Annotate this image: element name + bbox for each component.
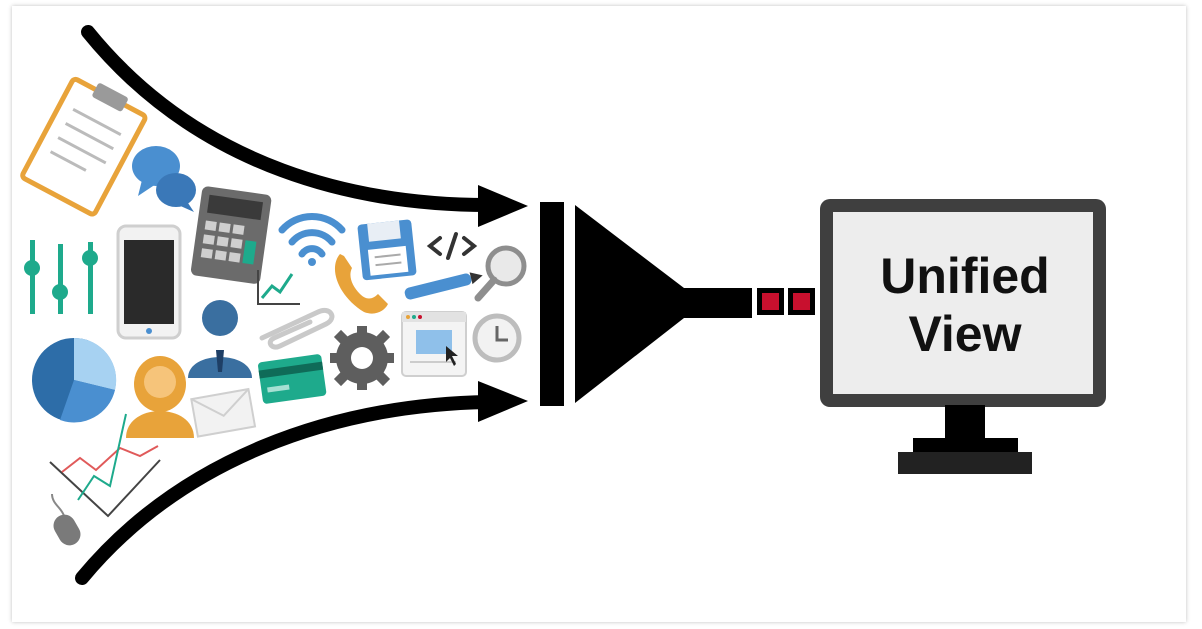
- top-curved-arrow: [88, 32, 528, 227]
- magnifier-icon: [478, 248, 524, 298]
- gear-icon: [330, 326, 394, 390]
- clock-icon: [475, 316, 519, 360]
- paperclip-icon: [262, 310, 332, 347]
- clipboard-icon: [21, 71, 150, 215]
- envelope-icon: [191, 389, 255, 436]
- pen-icon: [404, 270, 485, 301]
- bottom-curved-arrow: [82, 381, 528, 578]
- sliders-icon: [24, 240, 98, 314]
- user-man-icon: [188, 300, 252, 378]
- chat-bubbles-icon: [132, 146, 196, 212]
- monitor-label-line2: View: [908, 305, 1021, 363]
- user-woman-icon: [126, 356, 194, 438]
- wifi-icon: [282, 216, 342, 266]
- mouse-icon: [49, 494, 84, 549]
- connector-squares: [757, 288, 815, 315]
- funnel: [540, 202, 752, 406]
- code-icon: [430, 234, 474, 258]
- browser-window-icon: [402, 312, 466, 376]
- monitor-label: Unified View: [838, 240, 1092, 370]
- floppy-disk-icon: [357, 219, 417, 280]
- line-chart-icon: [258, 270, 300, 304]
- calculator-icon: [190, 186, 272, 285]
- credit-card-icon: [258, 354, 327, 404]
- monitor-label-line1: Unified: [880, 247, 1049, 305]
- pie-chart-icon: [32, 338, 116, 422]
- smartphone-icon: [118, 226, 180, 338]
